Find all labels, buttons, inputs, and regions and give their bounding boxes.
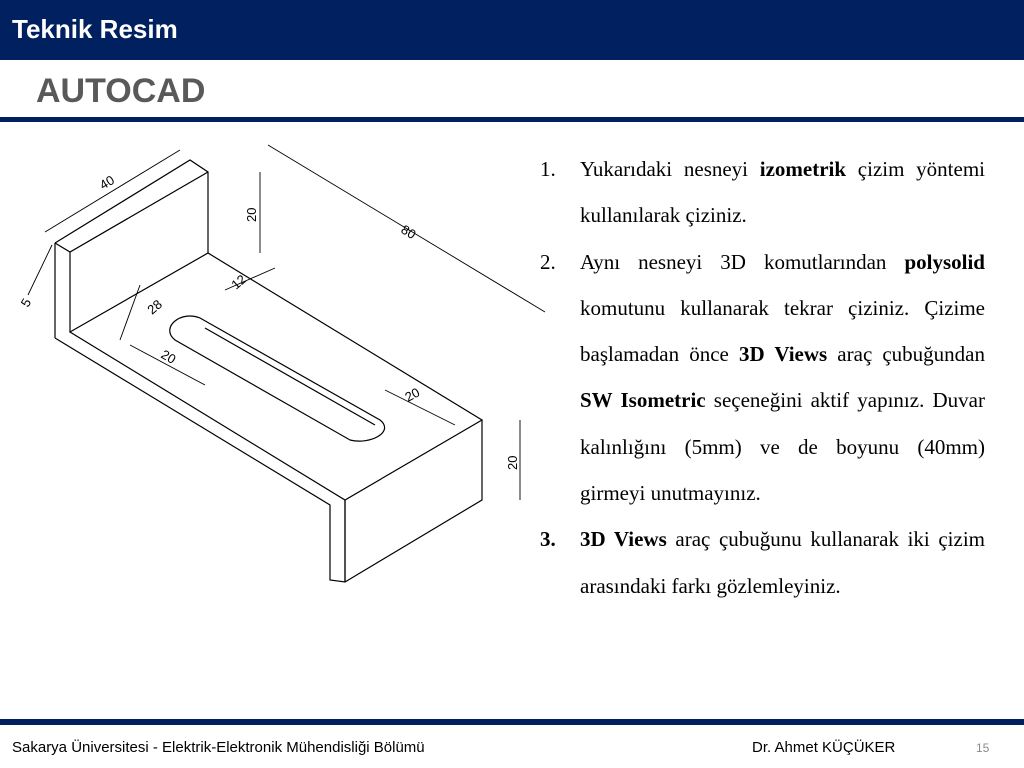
base-right-face xyxy=(344,420,483,583)
dim-line-5 xyxy=(27,244,53,296)
step-number: 1. xyxy=(540,157,556,181)
isometric-drawing: 40 80 20 5 28 12 20 20 20 xyxy=(0,130,560,590)
dim-label-20-slot: 20 xyxy=(159,347,179,367)
step-keyword: 3D Views xyxy=(580,527,667,552)
page-number: 15 xyxy=(976,741,990,755)
step-keyword: polysolid xyxy=(904,249,985,274)
footer-divider xyxy=(0,719,1024,725)
step-number: 3. xyxy=(540,527,556,552)
dim-label-20-top: 20 xyxy=(244,208,259,222)
step-text: seçeneğini aktif yapınız. Duvar kalınlığ… xyxy=(580,388,985,506)
step-text: Aynı nesneyi 3D komutlarından xyxy=(580,249,905,274)
step-text: Yukarıdaki nesneyi xyxy=(580,157,760,181)
dim-label-20-right: 20 xyxy=(505,456,520,470)
back-wall-top xyxy=(54,159,209,253)
dim-label-5: 5 xyxy=(18,296,35,310)
dim-label-12: 12 xyxy=(228,272,249,293)
step-keyword: 3D Views xyxy=(738,342,828,367)
dim-line-20-end xyxy=(384,389,456,426)
instruction-step: 1. Yukarıdaki nesneyi izometrik çizim yö… xyxy=(540,146,985,239)
dim-label-20-end: 20 xyxy=(402,385,422,405)
slide-title: AUTOCAD xyxy=(36,72,206,110)
step-text: araç çubuğundan xyxy=(827,342,985,367)
slot-outline xyxy=(169,315,386,442)
step-keyword: izometrik xyxy=(759,157,847,181)
dim-line-20-slot xyxy=(129,344,206,386)
instruction-step: 2. Aynı nesneyi 3D komutlarından polysol… xyxy=(540,239,985,517)
dimension-lines xyxy=(27,144,546,500)
base-front-face xyxy=(54,337,346,583)
isometric-drawing-svg: 40 80 20 5 28 12 20 20 20 xyxy=(18,144,546,583)
base-top-face xyxy=(68,252,484,501)
step-text: araç çubuğunu kullanarak iki çizim arası… xyxy=(580,527,986,598)
header-bar: Teknik Resim xyxy=(0,0,1024,60)
dim-label-40: 40 xyxy=(97,172,117,192)
course-title: Teknik Resim xyxy=(12,14,178,44)
footer-author: Dr. Ahmet KÜÇÜKER xyxy=(752,739,896,756)
dim-label-80: 80 xyxy=(398,222,418,242)
step-number: 2. xyxy=(540,249,556,274)
dim-line-28 xyxy=(119,284,141,341)
instruction-step: 3. 3D Views araç çubuğunu kullanarak iki… xyxy=(540,516,985,609)
footer-institution: Sakarya Üniversitesi - Elektrik-Elektron… xyxy=(12,739,425,756)
step-keyword: SW Isometric xyxy=(580,388,706,413)
object-outline xyxy=(54,159,484,583)
dim-line-80 xyxy=(267,144,546,313)
title-divider xyxy=(0,117,1024,122)
dim-line-12 xyxy=(224,267,276,291)
dim-label-28: 28 xyxy=(144,297,165,318)
dim-line-40 xyxy=(44,149,181,233)
slot-inner-edge xyxy=(204,327,376,426)
step-text: çizim yöntemi kullanılarak çiziniz. xyxy=(580,157,985,228)
instruction-list: 1. Yukarıdaki nesneyi izometrik çizim yö… xyxy=(540,146,985,609)
step-text: komutunu kullanarak tekrar çiziniz. Çizi… xyxy=(580,295,985,367)
